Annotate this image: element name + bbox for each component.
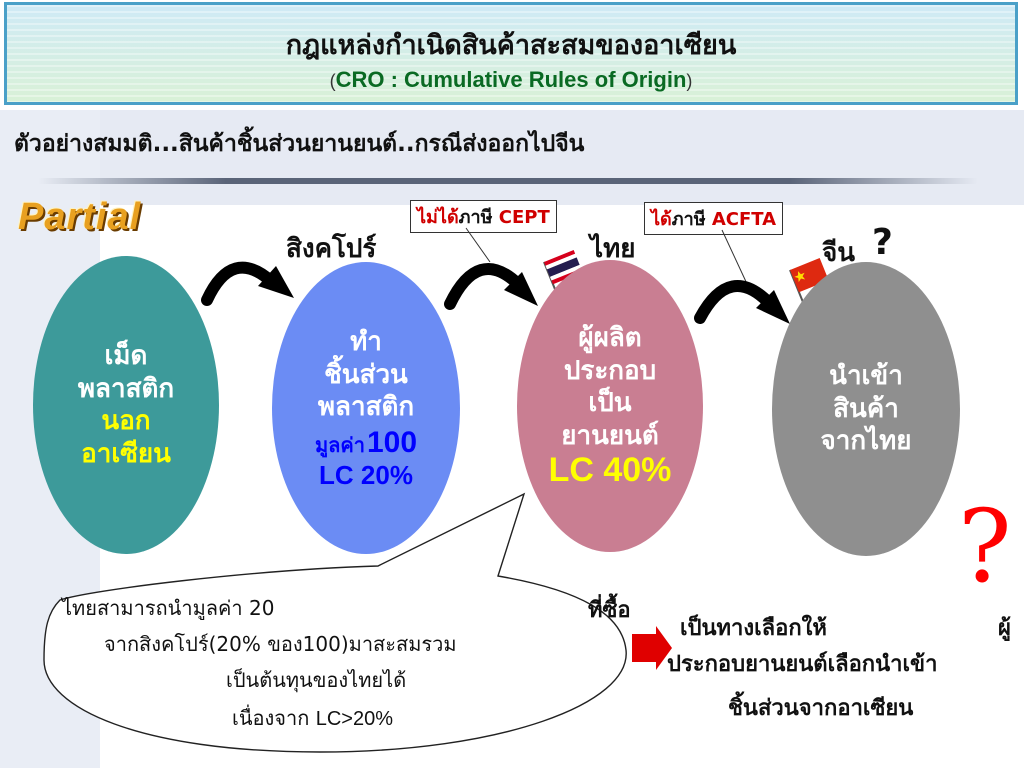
english-title-text: CRO : Cumulative Rules of Origin: [335, 67, 687, 92]
e3-local-content: LC 40%: [548, 451, 672, 490]
note-bubble: [43, 492, 627, 753]
e2-value-label: มูลค่า: [314, 432, 365, 457]
node-thailand-assembler: ผู้ผลิต ประกอบ เป็น ยานยนต์ LC 40%: [517, 260, 703, 552]
china-question-mark: ?: [872, 222, 893, 263]
divider-rule: [38, 178, 978, 184]
note-line-4-condition: LC>20%: [315, 708, 393, 730]
result-line-2: ประกอบยานยนต์เลือกนำเข้า: [667, 652, 938, 677]
note-line-4-prefix: เนื่องจาก: [232, 706, 316, 730]
note-line-2: จากสิงคโปร์(20% ของ100)มาสะสมรวม: [104, 632, 457, 656]
note-line-3: เป็นต้นทุนของไทยได้: [226, 668, 407, 692]
slide-subtitle: ตัวอย่างสมมติ...สินค้าชิ้นส่วนยานยนต์..ก…: [14, 131, 585, 157]
e1-line2: พลาสติก: [77, 373, 175, 404]
callout-no-cept: ไม่ได้ภาษี CEPT: [410, 200, 557, 233]
slide-title-english: (CRO : Cumulative Rules of Origin): [7, 67, 1015, 93]
result-line-3: ชิ้นส่วนจากอาเซียน: [728, 696, 914, 721]
callout-cept-code: CEPT: [498, 207, 550, 228]
curved-arrow-icon-3: [694, 280, 790, 324]
result-line-1: เป็นทางเลือกให้: [680, 616, 827, 641]
title-banner: กฎแหล่งกำเนิดสินค้าสะสมของอาเซียน (CRO :…: [4, 2, 1018, 105]
e4-line3: จากไทย: [820, 426, 912, 457]
curved-arrow-icon-1: [201, 261, 294, 306]
result-buy: ที่ซื้อ: [588, 598, 631, 623]
label-china: จีน: [822, 238, 856, 268]
e1-line4: อาเซียน: [81, 438, 171, 469]
e2-line1: ทำ: [350, 327, 382, 358]
e4-line2: สินค้า: [833, 393, 899, 424]
partial-badge: Partial: [18, 196, 142, 238]
e3-line3: เป็น: [588, 388, 632, 419]
callout-acfta-pointer: [721, 229, 749, 287]
node-plastic-outside-asean: เม็ด พลาสติก นอก อาเซียน: [33, 256, 219, 554]
node-china-import: นำเข้า สินค้า จากไทย: [772, 262, 960, 556]
e2-line2: ชิ้นส่วน: [324, 359, 408, 390]
e2-line3: พลาสติก: [317, 392, 415, 423]
e2-local-content: LC 20%: [319, 460, 413, 491]
label-singapore: สิงคโปร์: [286, 234, 377, 264]
callout-cept-pointer: [465, 227, 491, 263]
callout-cept-prefix: ไม่ได้: [417, 207, 459, 228]
e1-line3: นอก: [101, 406, 151, 436]
paren-open: (: [329, 71, 336, 91]
note-line-1: ไทยสามารถนำมูลค่า 20: [62, 596, 275, 620]
paren-close: ): [686, 71, 693, 91]
slide-title: กฎแหล่งกำเนิดสินค้าสะสมของอาเซียน: [285, 30, 737, 61]
callout-acfta-code: ACFTA: [711, 209, 777, 230]
e2-value-number: 100: [367, 425, 418, 459]
label-thailand: ไทย: [590, 234, 636, 264]
curved-arrow-icon-2: [444, 263, 538, 310]
big-question-mark: ?: [958, 488, 1012, 605]
callout-cept-mid: ภาษี: [458, 207, 499, 228]
e3-line4: ยานยนต์: [561, 420, 659, 451]
result-line-1-cut: ผู้: [998, 616, 1011, 641]
e1-line1: เม็ด: [104, 341, 148, 371]
e3-line2: ประกอบ: [563, 355, 657, 386]
callout-acfta-mid: ภาษี: [671, 209, 712, 230]
banner-stripes: [7, 5, 1015, 102]
red-arrow-icon: [632, 626, 672, 670]
note-line-4: เนื่องจาก LC>20%: [232, 702, 393, 734]
e3-line1: ผู้ผลิต: [578, 323, 642, 354]
callout-acfta: ได้ภาษี ACFTA: [644, 202, 784, 235]
e4-line1: นำเข้า: [829, 361, 903, 392]
callout-acfta-prefix: ได้: [651, 209, 672, 230]
